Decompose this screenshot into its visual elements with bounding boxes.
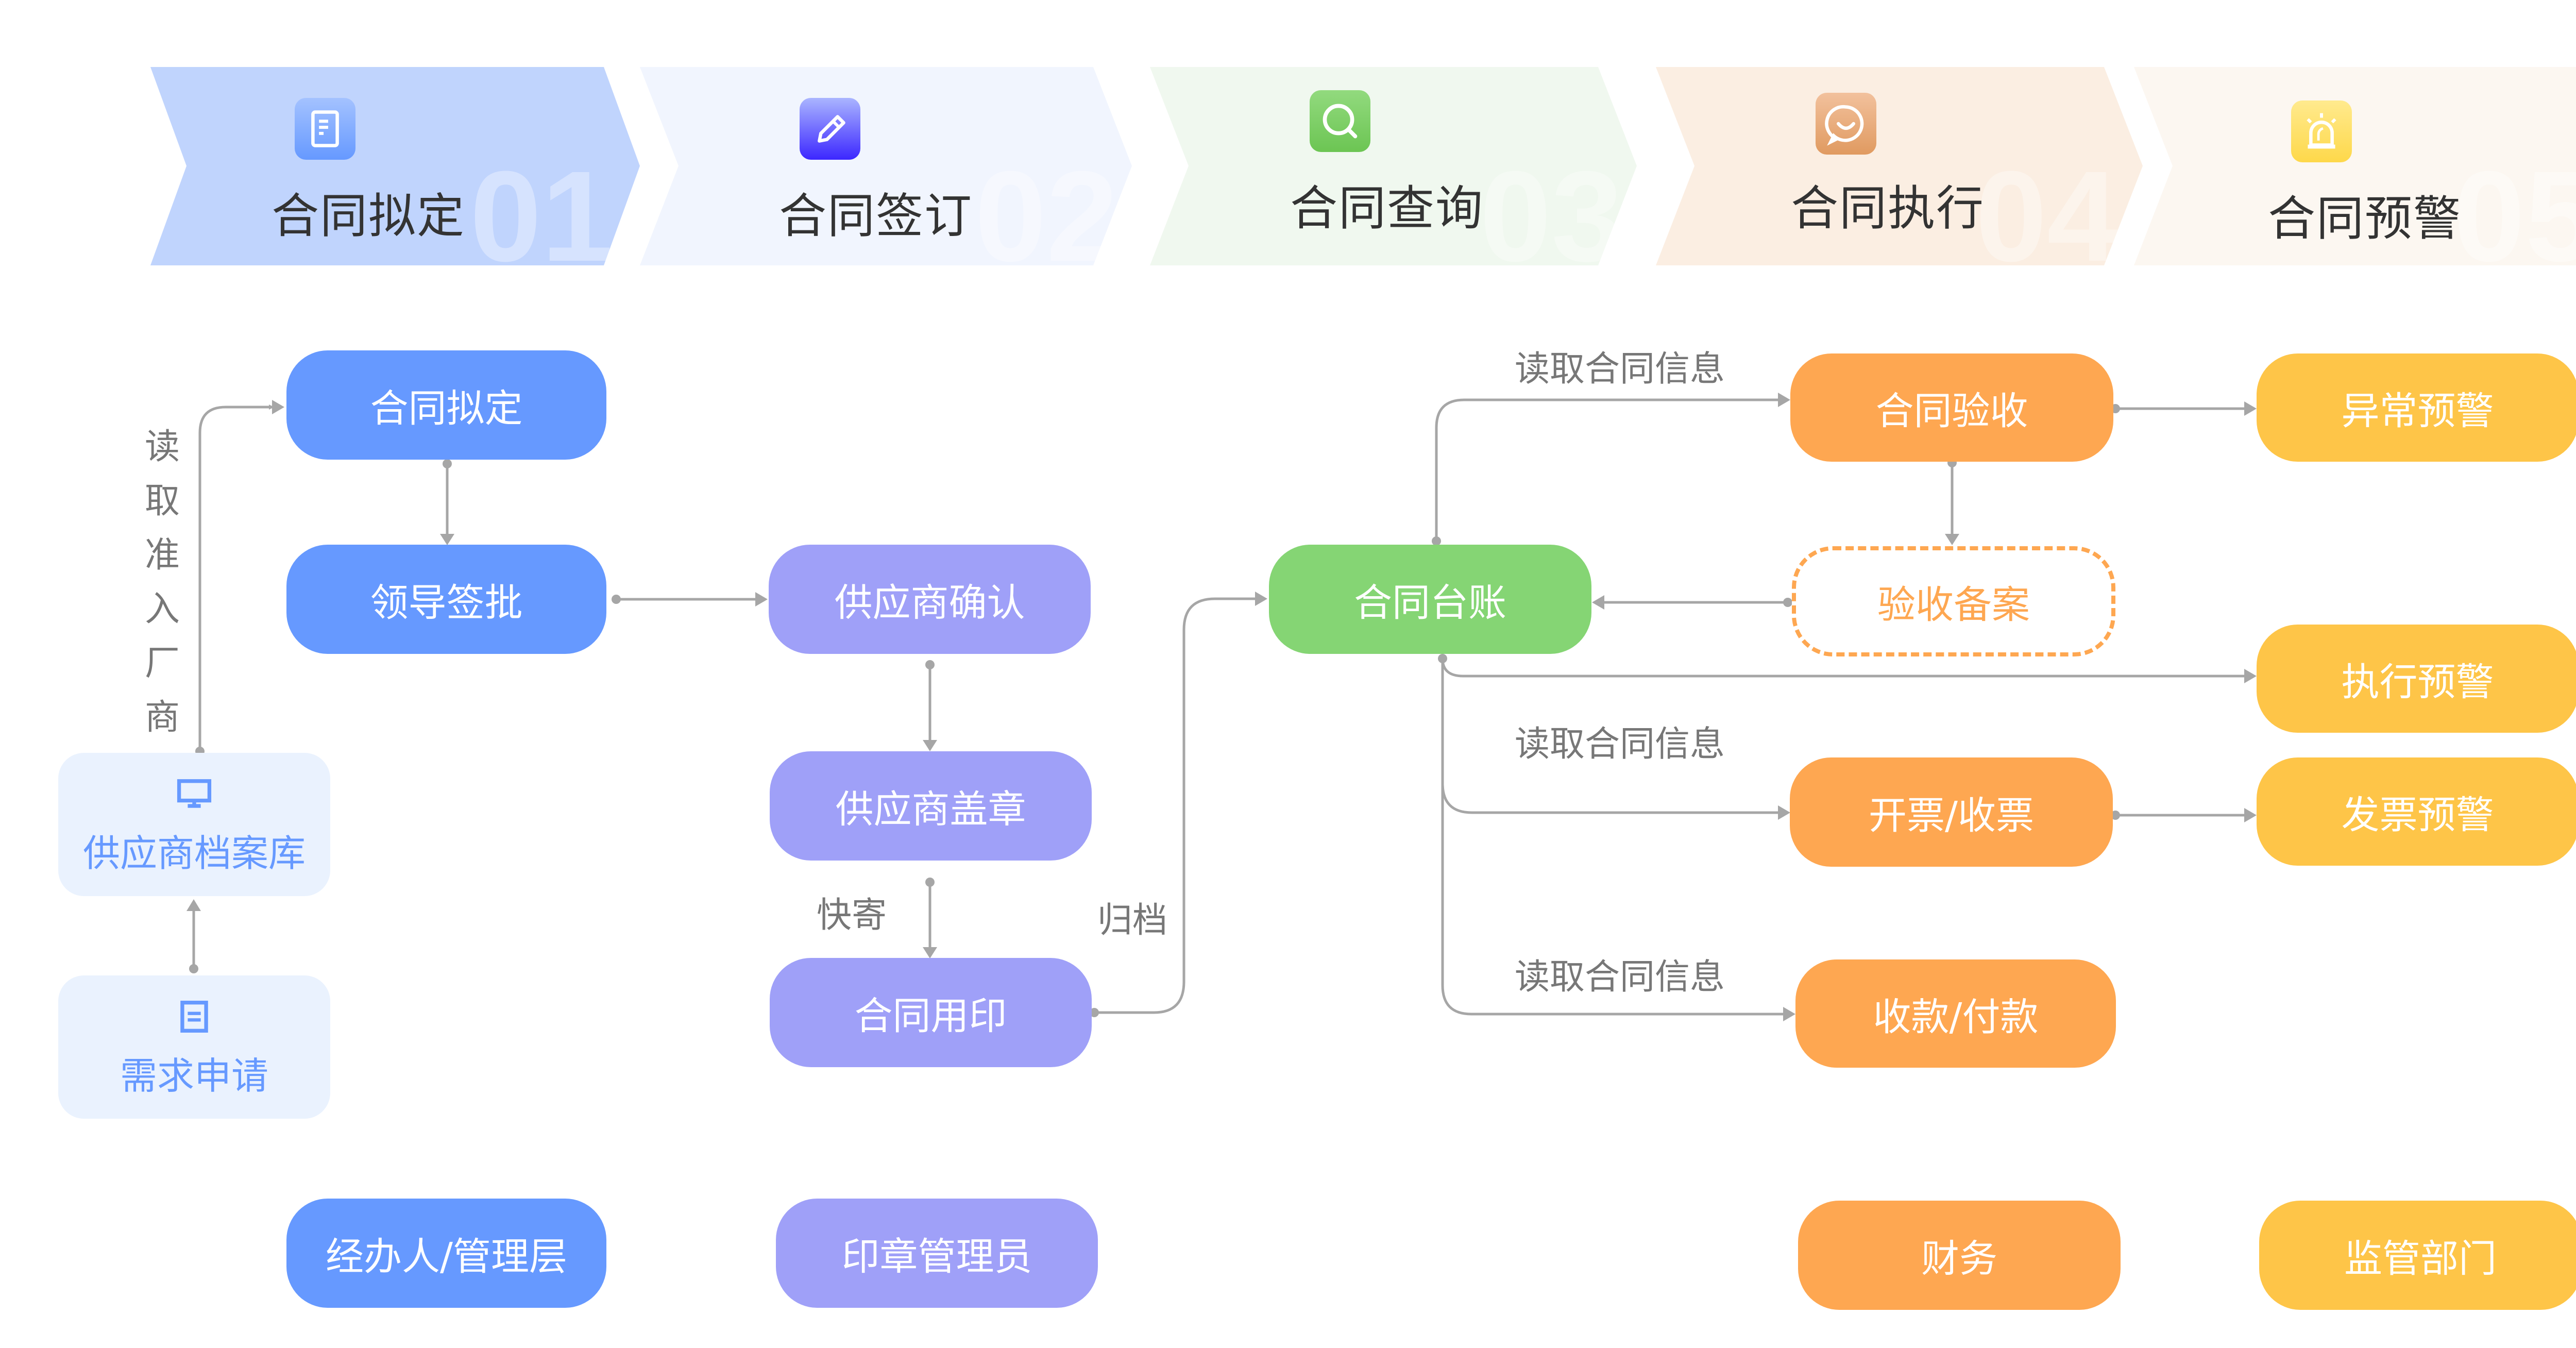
arrowhead <box>187 899 201 911</box>
chevron-shape <box>150 67 640 265</box>
arrowhead <box>923 740 937 751</box>
connector-dot <box>1783 598 1792 607</box>
arrowhead <box>1778 393 1790 407</box>
acceptance-filing-node[interactable]: 验收备案 <box>1792 546 2115 656</box>
supplier-archive-node[interactable]: 供应商档案库 <box>58 753 330 896</box>
stage-number: 01 <box>470 144 614 288</box>
supplier-seal-node[interactable]: 供应商盖章 <box>770 751 1092 861</box>
stage-chevron-5: 05 合同预警 <box>2134 67 2576 281</box>
leader-approval-node[interactable]: 领导签批 <box>286 545 606 654</box>
arrowhead <box>1945 534 1959 545</box>
edge-label-archive: 归档 <box>1097 900 1168 941</box>
stage-title: 合同拟定 <box>272 189 466 244</box>
node-label: 需求申请 <box>120 1054 268 1098</box>
label-char: 商 <box>144 697 180 738</box>
connector-dot <box>925 878 935 887</box>
arrowhead <box>1783 1007 1795 1021</box>
stage-chevron-2: 02 合同签订 <box>640 67 1132 281</box>
edge-label-read-info-2: 读取合同信息 <box>1515 724 1725 765</box>
chat-smile-icon <box>1816 93 1876 155</box>
alarm-light-icon <box>2291 100 2352 162</box>
label-char: 入 <box>144 589 180 630</box>
abnormal-alert-node[interactable]: 异常预警 <box>2257 353 2576 462</box>
role-finance: 财务 <box>1798 1201 2121 1310</box>
role-seal-admin: 印章管理员 <box>776 1199 1098 1308</box>
connector-dot <box>1438 654 1447 663</box>
label-char: 厂 <box>144 643 180 684</box>
edge-use-seal-to-ledger <box>1094 597 1257 1014</box>
stage-title: 合同签订 <box>779 189 973 244</box>
document-icon <box>295 98 355 160</box>
arrowhead <box>2244 401 2257 416</box>
edge-label-express: 快寄 <box>817 895 887 936</box>
execution-alert-node[interactable]: 执行预警 <box>2257 625 2576 733</box>
node-label: 供应商档案库 <box>82 831 306 875</box>
arrowhead <box>1592 595 1604 610</box>
chevron-shape <box>640 67 1132 265</box>
connector-dot <box>443 459 452 468</box>
invoice-alert-node[interactable]: 发票预警 <box>2257 757 2576 866</box>
stage-title: 合同执行 <box>1791 181 1985 236</box>
invoice-node[interactable]: 开票/收票 <box>1790 757 2113 867</box>
edge-ledger-to-acceptance <box>1435 398 1780 541</box>
search-icon <box>1310 90 1370 152</box>
role-handler-management: 经办人/管理层 <box>286 1199 606 1308</box>
stage-title: 合同预警 <box>2268 191 2462 246</box>
role-supervision: 监管部门 <box>2259 1201 2576 1310</box>
edge-label-read-info-3: 读取合同信息 <box>1515 957 1725 998</box>
stage-chevron-4: 04 合同执行 <box>1656 67 2143 281</box>
draft-node[interactable]: 合同拟定 <box>286 350 606 460</box>
arrowhead <box>440 534 454 545</box>
form-icon <box>180 1000 208 1033</box>
arrowhead <box>2244 669 2257 683</box>
connector-dot <box>925 660 935 669</box>
arrowhead <box>1778 805 1790 820</box>
arrowhead <box>272 400 284 414</box>
monitor-icon <box>177 779 212 808</box>
stage-title: 合同查询 <box>1290 181 1484 236</box>
supplier-confirm-node[interactable]: 供应商确认 <box>769 545 1091 654</box>
label-char: 取 <box>144 481 180 521</box>
pen-edit-icon <box>800 98 860 160</box>
edge-ledger-to-exec-alert <box>1441 658 2246 678</box>
arrowhead <box>755 592 768 606</box>
chevron-shape <box>1150 67 1637 265</box>
stage-chevron-1: 01 合同拟定 <box>150 67 640 281</box>
contract-seal-node[interactable]: 合同用印 <box>770 958 1092 1067</box>
edge-label-read-info-1: 读取合同信息 <box>1515 349 1725 390</box>
chevron-shape <box>2134 67 2576 265</box>
stage-chevron-3: 03 合同查询 <box>1150 67 1637 281</box>
label-char: 准 <box>144 535 180 576</box>
arrowhead <box>923 947 937 958</box>
edge-label-read-supplier: 读 取 准 入 厂 商 <box>142 420 183 745</box>
connector-dot <box>189 964 198 973</box>
arrowhead <box>2244 808 2257 822</box>
payment-node[interactable]: 收款/付款 <box>1795 959 2116 1068</box>
arrowhead <box>1255 592 1267 606</box>
label-char: 读 <box>144 427 180 467</box>
stage-number: 05 <box>2453 144 2576 288</box>
edge-archive-to-draft <box>198 405 274 751</box>
acceptance-node[interactable]: 合同验收 <box>1790 353 2113 462</box>
ledger-node[interactable]: 合同台账 <box>1269 545 1591 654</box>
connector-dot <box>612 595 621 604</box>
stage-number: 04 <box>1975 144 2119 288</box>
stage-number: 02 <box>975 144 1118 288</box>
stage-number: 03 <box>1480 144 1623 288</box>
demand-request-node[interactable]: 需求申请 <box>58 975 330 1119</box>
chevron-shape <box>1656 67 2143 265</box>
